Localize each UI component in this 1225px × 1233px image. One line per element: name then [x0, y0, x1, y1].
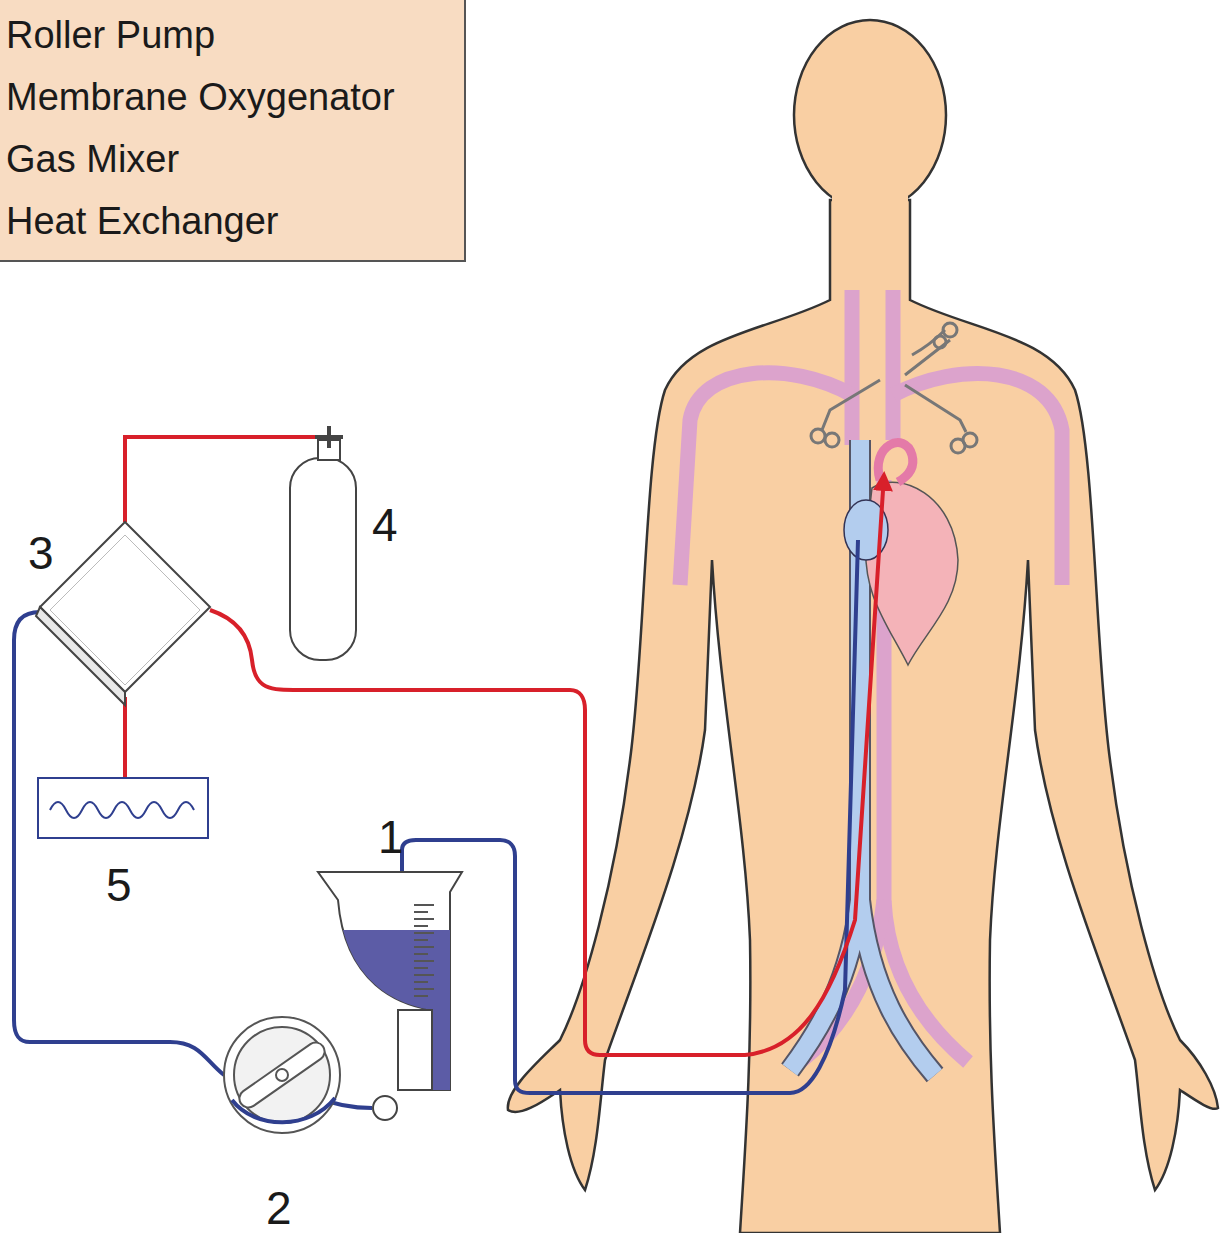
membrane-oxygenator	[36, 522, 210, 705]
illustration-part	[414, 905, 434, 996]
illustration-part	[40, 522, 210, 692]
illustration-part	[276, 1069, 288, 1081]
illustration-part	[811, 429, 825, 443]
legend-text: Membrane Oxygenator	[6, 66, 450, 128]
illustration-part	[36, 607, 125, 705]
illustration-part	[38, 778, 208, 838]
illustration-part	[398, 1010, 432, 1090]
illustration-part	[50, 535, 200, 685]
illustration-part	[886, 290, 901, 440]
illustration-part	[822, 380, 880, 430]
graduation-mark	[414, 904, 434, 906]
body-outline	[508, 200, 1218, 1233]
neck	[832, 190, 908, 260]
illustration-part	[402, 540, 858, 1093]
illustration-part	[373, 1096, 397, 1120]
callout-number: 2	[266, 1183, 292, 1233]
illustration-part	[315, 426, 343, 448]
graduation-mark	[414, 911, 428, 913]
callout-number: 1	[378, 812, 404, 862]
legend-text: Roller Pump	[6, 4, 450, 66]
illustration-part	[825, 433, 839, 447]
graduation-mark	[414, 967, 428, 969]
illustration-part	[290, 458, 356, 660]
legend-box: Roller PumpMembrane OxygenatorGas MixerH…	[0, 0, 466, 262]
illustration-part	[912, 330, 945, 355]
illustration-part	[232, 1098, 335, 1122]
clamps	[811, 323, 977, 453]
gas-cylinder	[290, 426, 356, 660]
illustration-part	[943, 323, 957, 337]
arterial-tubing	[125, 437, 884, 1055]
graduation-mark	[414, 981, 428, 983]
graduation-mark	[414, 932, 434, 934]
graduation-mark	[414, 995, 428, 997]
legend-text: Heat Exchanger	[6, 190, 450, 252]
graduation-mark	[414, 960, 434, 962]
illustration-part	[845, 290, 860, 445]
illustration-part	[234, 1027, 330, 1123]
illustration-part	[934, 336, 946, 348]
illustration-part	[680, 373, 852, 585]
illustration-part	[236, 1039, 328, 1111]
illustration-part	[123, 697, 127, 778]
graduation-mark	[414, 918, 434, 920]
illustration-part	[224, 1017, 340, 1133]
graduation-mark	[414, 939, 428, 941]
callout-number: 3	[28, 528, 54, 578]
heat-exchanger	[38, 778, 208, 838]
graduation-mark	[414, 946, 434, 948]
legend-text: Gas Mixer	[6, 128, 450, 190]
roller-pump	[224, 1017, 340, 1133]
graduation-mark	[414, 988, 434, 990]
callout-number: 4	[372, 500, 398, 550]
head	[794, 20, 946, 210]
graduation-mark	[414, 953, 428, 955]
callout-number: 5	[106, 860, 132, 910]
graduation-mark	[414, 974, 434, 976]
graduation-mark	[414, 925, 428, 927]
illustration-part	[50, 802, 194, 818]
illustration-part	[951, 439, 965, 453]
